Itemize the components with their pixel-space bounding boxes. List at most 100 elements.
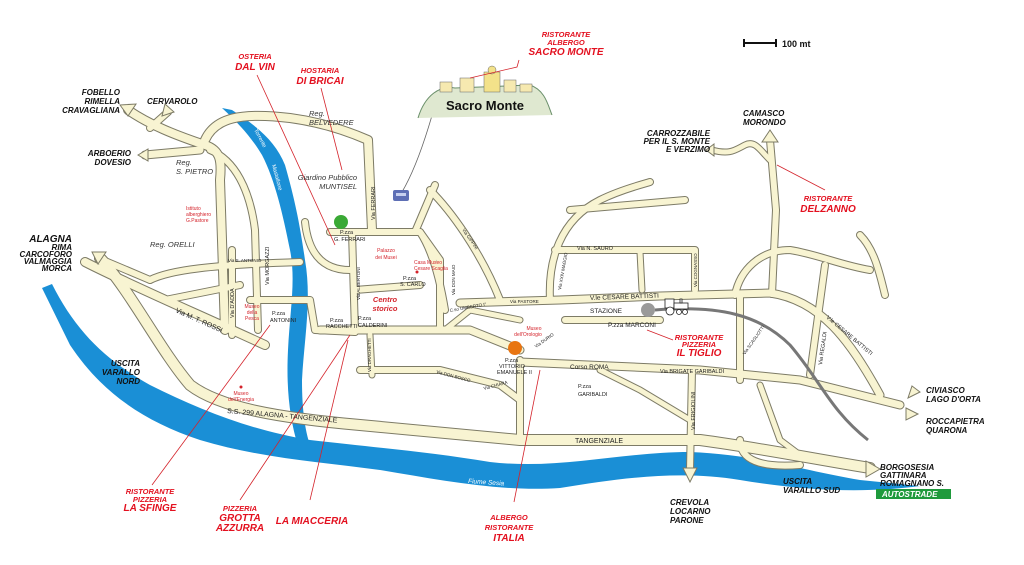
road-franzani bbox=[352, 282, 423, 293]
autostrade-badge bbox=[876, 489, 951, 499]
arrow-roccapietra bbox=[905, 407, 920, 421]
poi-casa-museo-dot bbox=[415, 270, 419, 274]
road-uscita-sud bbox=[737, 437, 803, 469]
road-cimitero bbox=[757, 382, 803, 458]
road-alberti bbox=[349, 229, 358, 335]
river-mastallone bbox=[222, 108, 310, 446]
arrow-civiasco bbox=[907, 385, 921, 399]
road-orelli bbox=[147, 259, 303, 283]
street-tangenziale: TANGENZIALE bbox=[575, 438, 623, 445]
arrow-camasco bbox=[761, 129, 779, 143]
road-carrozzabile bbox=[709, 141, 773, 163]
street-don-maio: Via DON MAIO bbox=[451, 264, 456, 295]
street-draghetti: Via DRAGHETTI bbox=[367, 338, 372, 372]
road-alagna bbox=[95, 255, 153, 283]
rivers: Torrente Mastallone Fiume Sesia bbox=[42, 108, 920, 491]
place-orelli: Reg. ORELLI bbox=[150, 240, 195, 249]
place-belvedere: Reg.BELVEDERE bbox=[309, 109, 355, 127]
road-sauro bbox=[552, 247, 698, 293]
road-morgazzi bbox=[207, 147, 261, 333]
cable-car-icon bbox=[393, 190, 409, 201]
sacro-monte-illustration: Sacro Monte bbox=[417, 65, 553, 119]
street-morgazzi: Via MORGAZZI bbox=[265, 246, 271, 285]
cable-car-line bbox=[401, 111, 434, 193]
place-labels: Reg.BELVEDERE Reg.S. PIETRO Reg. ORELLI … bbox=[150, 109, 398, 313]
road-sauro-2 bbox=[637, 249, 645, 293]
street-regaldi: Via REGALDI bbox=[818, 331, 829, 365]
restaurant-la-miacceria[interactable]: LA MIACCERIA bbox=[276, 516, 348, 527]
scale-label: 100 mt bbox=[782, 39, 811, 49]
road-ne-curve bbox=[857, 232, 888, 298]
road-upper-loop bbox=[201, 111, 376, 234]
arrow-cervarolo bbox=[161, 103, 175, 117]
street-brigate: Via BRIGATE GARIBALDI bbox=[660, 369, 724, 375]
road-calderini bbox=[316, 326, 524, 354]
arrow-alagna bbox=[91, 251, 107, 265]
street-pastore: Via PASTORE bbox=[510, 299, 539, 304]
arrow-fobello bbox=[119, 103, 137, 117]
river-label-sesia: Fiume Sesia bbox=[468, 478, 505, 488]
arrow-crevola bbox=[682, 467, 698, 484]
road-ne-loop bbox=[732, 247, 873, 298]
green-dot-marker[interactable] bbox=[334, 215, 348, 229]
street-ferrari: Via FERRARI bbox=[371, 186, 377, 220]
train-icon bbox=[664, 298, 689, 316]
road-donbosco bbox=[357, 367, 523, 403]
road-fobello bbox=[124, 106, 229, 334]
street-alberti: Via ALBERTONI bbox=[356, 267, 361, 300]
road-corso-roma bbox=[516, 358, 904, 409]
river-sesia bbox=[42, 284, 920, 491]
scale-bar: 100 mt bbox=[743, 39, 811, 49]
railway bbox=[654, 307, 869, 442]
street-battisti: V.le CESARE BATTISTI bbox=[590, 293, 659, 302]
road-garibaldi bbox=[597, 367, 693, 423]
road-umberto bbox=[442, 307, 523, 333]
orange-dot-marker[interactable] bbox=[508, 341, 522, 355]
road-north-curve bbox=[567, 197, 688, 213]
street-corso-roma: Corso ROMA bbox=[570, 364, 609, 371]
station-dot-marker[interactable] bbox=[641, 303, 655, 317]
poi-museo-energia-dot bbox=[239, 385, 243, 389]
road-arrows bbox=[91, 103, 921, 484]
road-massarotti bbox=[162, 282, 243, 303]
street-marconi: P.zza MARCONI bbox=[608, 322, 656, 329]
arrow-borgosesia bbox=[865, 460, 882, 478]
place-s-pietro: Reg.S. PIETRO bbox=[176, 158, 213, 176]
street-s-antonio: Via S. ANTONIO bbox=[228, 258, 262, 263]
dest-autostrade: AUTOSTRADE bbox=[881, 490, 938, 499]
road-regaldi bbox=[807, 262, 828, 378]
arrow-arboerio bbox=[137, 148, 149, 162]
road-arboerio bbox=[141, 146, 204, 159]
street-cognasso: Via COGNASSO bbox=[693, 253, 698, 287]
